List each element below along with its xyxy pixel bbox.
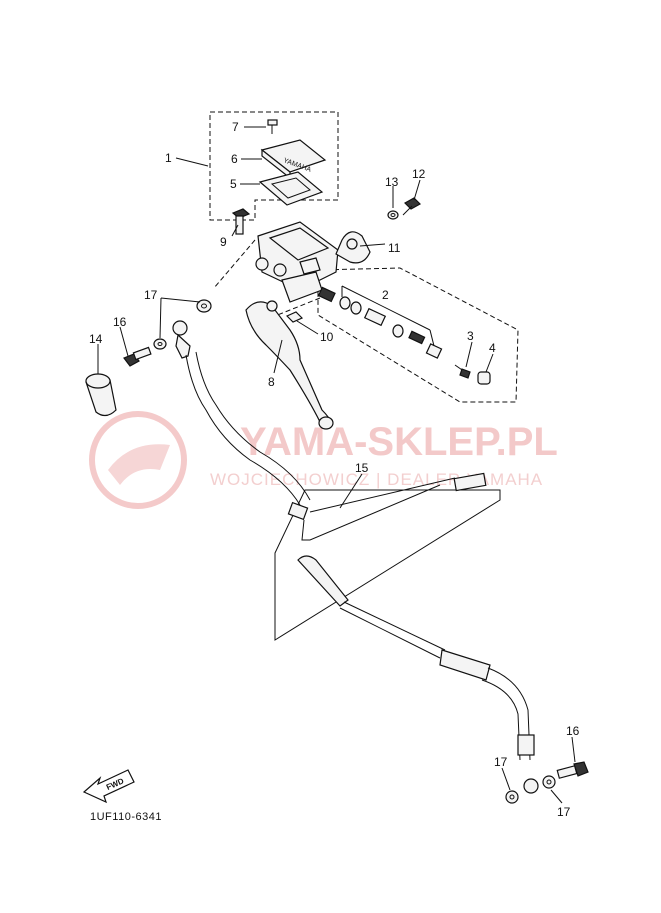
label-3: 3 [467,329,474,343]
label-17-lower-a: 17 [494,755,508,769]
label-11: 11 [388,241,401,255]
label-4: 4 [489,341,496,355]
label-13: 13 [385,175,399,189]
leader-lines [97,126,576,804]
label-16-upper: 16 [113,315,127,329]
dash-link [213,239,256,289]
pin [454,364,471,379]
label-14: 14 [89,332,103,346]
hose-outline-box [274,489,501,641]
watermark-title: YAMA-SKLEP.PL [240,420,558,464]
label-2: 2 [382,288,389,302]
watermark-logo-mark [108,444,170,485]
bolt-small [402,197,421,216]
lever [245,300,334,430]
diagram-code: 1UF110-6341 [90,811,162,823]
diaphragm [258,171,324,206]
fwd-arrow-icon: FWD [82,769,135,804]
clamp [335,231,371,264]
label-16-lower: 16 [566,724,580,738]
watermark-logo-icon [89,411,187,509]
piston-kit-box [317,267,519,403]
part-labels: 1 7 6 5 9 13 12 11 2 17 16 14 10 3 4 8 1… [89,120,580,819]
washer-17-lower-b [505,790,519,804]
reservoir-cap: YAMAHA [260,139,327,180]
label-10: 10 [320,330,334,344]
bolt [231,208,251,235]
boot [477,371,491,385]
cap [85,373,117,417]
label-15: 15 [355,461,369,475]
cap-group-box [209,111,339,221]
nut [285,311,304,323]
union-bolt-lower [556,761,589,779]
label-6: 6 [231,152,238,166]
label-7: 7 [232,120,239,134]
label-9: 9 [220,235,227,249]
washer-17-lower-a [542,775,556,789]
washer-17-left [153,338,167,350]
label-12: 12 [412,167,426,181]
master-cylinder [255,221,339,303]
label-17-upper: 17 [144,288,158,302]
watermark: YAMA-SKLEP.PL WOJCIECHOWICZ | DEALER YAM… [89,411,558,509]
screw [267,119,278,134]
union-bolt-upper [123,346,152,367]
label-8: 8 [268,375,275,389]
label-17-lower-b: 17 [557,805,571,819]
label-5: 5 [230,177,237,191]
piston-kit [317,285,443,359]
brake-hose [172,320,539,794]
washer [387,210,399,220]
watermark-subtitle: WOJCIECHOWICZ | DEALER YAMAHA [210,470,543,489]
washer-17-upper [196,299,212,313]
label-1: 1 [165,151,172,165]
